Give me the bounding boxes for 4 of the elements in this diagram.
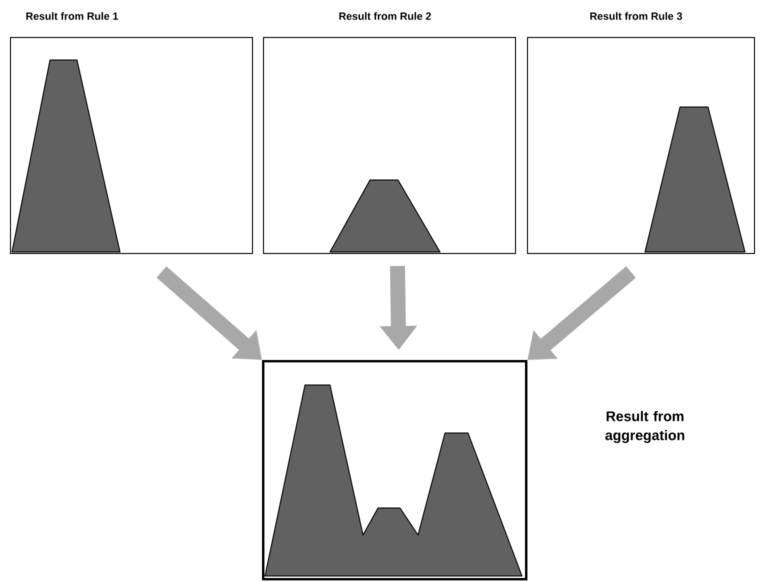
panel-title: Result from Rule 3 xyxy=(590,12,682,20)
result-caption: Result from aggregation xyxy=(605,410,684,444)
panel-title: Result from Rule 1 xyxy=(26,12,118,20)
panel-title: Result from Rule 2 xyxy=(339,12,431,20)
